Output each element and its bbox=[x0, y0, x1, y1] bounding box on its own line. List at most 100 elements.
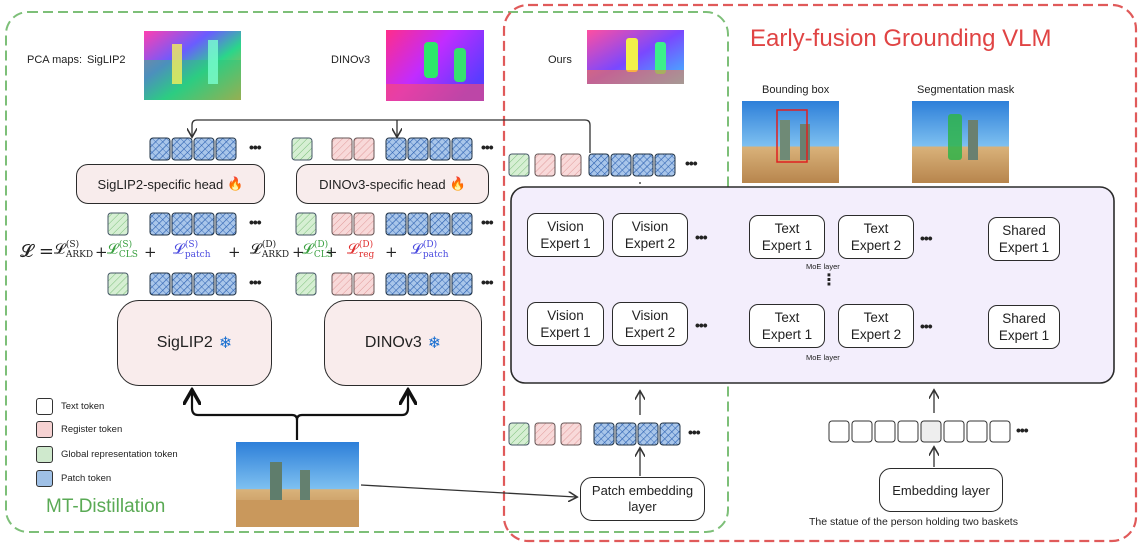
patch-embed-l2: layer bbox=[628, 499, 657, 514]
text-expert-1-l1: Text bbox=[774, 310, 800, 325]
loss-equation: 𝓛 = bbox=[20, 241, 54, 262]
pca-map-siglip bbox=[144, 31, 241, 100]
dinov3-specific-head: DINOv3-specific head 🔥 bbox=[296, 164, 489, 204]
ellipsis: ••• bbox=[249, 214, 262, 230]
arrow-image-to-patch-embed bbox=[360, 484, 576, 497]
ellipsis: ••• bbox=[695, 229, 708, 245]
bbox-label: Bounding box bbox=[762, 84, 830, 96]
right-section-title: Early-fusion Grounding VLM bbox=[750, 25, 1052, 52]
legend-label-patch-token: Patch token bbox=[61, 473, 112, 484]
siglip-head-label: SigLIP2-specific head bbox=[97, 176, 224, 192]
seg-label: Segmentation mask bbox=[917, 84, 1015, 96]
ellipsis: ••• bbox=[695, 317, 708, 333]
ellipsis: ••• bbox=[688, 424, 701, 440]
legend-swatch-text-token bbox=[36, 398, 53, 415]
shared-expert-1-bottom: Shared Expert 1 bbox=[988, 305, 1060, 349]
legend-label-register-token: Register token bbox=[61, 424, 123, 435]
ellipsis: ••• bbox=[481, 214, 494, 230]
loss-lhs: 𝓛 bbox=[20, 241, 34, 262]
text-expert-2-l2: Expert 2 bbox=[850, 238, 902, 253]
siglip2-backbone: SigLIP2 ❄ bbox=[117, 300, 272, 386]
legend-label-global-token: Global representation token bbox=[61, 449, 178, 460]
embedding-layer-label: Embedding layer bbox=[892, 482, 990, 498]
arrow-image-to-dino bbox=[295, 392, 408, 421]
loss-plus: + bbox=[292, 243, 305, 261]
pca-label-dinov3: DINOv3 bbox=[331, 54, 371, 66]
segmentation-image bbox=[912, 101, 1009, 183]
token-row-siglip-head-out bbox=[149, 137, 237, 161]
fire-icon: 🔥 bbox=[227, 176, 244, 191]
shared-expert-1-l1: Shared bbox=[1002, 223, 1046, 238]
arrow-image-to-backbones bbox=[192, 392, 299, 440]
token-row-text bbox=[828, 420, 1011, 443]
vision-expert-2-l2: Expert 2 bbox=[624, 236, 676, 251]
token-row-dino-head-out bbox=[291, 137, 473, 161]
pca-label-siglip: SigLIP2 bbox=[87, 54, 126, 66]
vision-expert-1-bottom: Vision Expert 1 bbox=[527, 302, 604, 346]
shared-expert-1-l2: Expert 1 bbox=[998, 328, 1050, 343]
text-expert-1-top: Text Expert 1 bbox=[749, 215, 825, 259]
token-row-ours-top bbox=[508, 153, 676, 177]
token-row-siglip-bottom bbox=[107, 272, 237, 296]
text-expert-2-l1: Text bbox=[863, 310, 889, 325]
loss-plus: + bbox=[95, 243, 108, 261]
text-expert-1-l2: Expert 1 bbox=[761, 327, 813, 342]
pca-prefix: PCA maps: bbox=[27, 54, 83, 66]
loss-term-cls-s: 𝓛(S)CLS bbox=[107, 240, 138, 260]
dinov3-backbone: DINOv3 ❄ bbox=[324, 300, 482, 386]
embedding-layer: Embedding layer bbox=[879, 468, 1003, 512]
pca-map-ours bbox=[587, 30, 684, 84]
legend-swatch-global-token bbox=[36, 446, 53, 463]
vision-expert-2-bottom: Vision Expert 2 bbox=[612, 302, 688, 346]
text-expert-2-l1: Text bbox=[863, 221, 889, 236]
arrow-ours-to-siglip bbox=[192, 119, 591, 153]
text-expert-2-bottom: Text Expert 2 bbox=[838, 304, 914, 348]
ellipsis: ••• bbox=[920, 230, 933, 246]
vision-expert-1-l1: Vision bbox=[547, 308, 584, 323]
legend-swatch-register-token bbox=[36, 421, 53, 438]
patch-embedding-layer: Patch embedding layer bbox=[580, 477, 705, 521]
loss-term-arkd-s: 𝓛(S)ARKD bbox=[54, 240, 94, 260]
pca-label-ours: Ours bbox=[548, 54, 572, 66]
legend-swatch-patch-token bbox=[36, 470, 53, 487]
input-image bbox=[236, 442, 359, 527]
vision-expert-1-l2: Expert 1 bbox=[540, 236, 591, 251]
vision-expert-1-l1: Vision bbox=[547, 219, 584, 234]
token-row-dino-bottom bbox=[295, 272, 473, 296]
ellipsis: ••• bbox=[481, 274, 494, 290]
vision-expert-1-top: Vision Expert 1 bbox=[527, 213, 604, 257]
vlm-frame bbox=[502, 3, 1138, 543]
text-expert-1-l2: Expert 1 bbox=[761, 238, 813, 253]
loss-term-patch-d: 𝓛(D)patch bbox=[411, 240, 449, 260]
loss-plus: + bbox=[144, 243, 157, 261]
vision-expert-2-l1: Vision bbox=[631, 308, 669, 323]
text-prompt: The statue of the person holding two bas… bbox=[809, 516, 1018, 528]
shared-expert-1-l1: Shared bbox=[1002, 311, 1046, 326]
text-expert-1-l1: Text bbox=[774, 221, 800, 236]
moe-layer-label: MoE layer bbox=[806, 353, 840, 362]
snowflake-icon: ❄ bbox=[218, 335, 233, 352]
siglip2-label: SigLIP2 bbox=[156, 334, 213, 351]
ellipsis: ••• bbox=[1016, 422, 1029, 438]
ellipsis: ••• bbox=[920, 318, 933, 334]
ellipsis: ••• bbox=[249, 274, 262, 290]
loss-plus: + bbox=[228, 243, 241, 261]
loss-plus: + bbox=[385, 243, 398, 261]
dinov3-head-label: DINOv3-specific head bbox=[319, 176, 446, 192]
snowflake-icon: ❄ bbox=[427, 335, 442, 352]
token-row-ours-bottom bbox=[508, 422, 681, 446]
legend-label-text-token: Text token bbox=[61, 401, 105, 412]
loss-term-patch-s: 𝓛(S)patch bbox=[173, 240, 211, 260]
moe-layer-label: MoE layer bbox=[806, 262, 840, 271]
loss-eq: = bbox=[38, 241, 54, 262]
loss-term-reg-d: 𝓛(D)reg bbox=[347, 240, 375, 260]
left-section-title: MT-Distillation bbox=[46, 496, 166, 517]
vision-expert-2-l2: Expert 2 bbox=[624, 325, 676, 340]
loss-term-cls-d: 𝓛(D)CLS bbox=[302, 240, 333, 260]
ellipsis: ••• bbox=[481, 139, 494, 155]
bbox-image bbox=[742, 101, 839, 183]
text-expert-2-top: Text Expert 2 bbox=[838, 215, 914, 259]
vision-expert-1-l2: Expert 1 bbox=[540, 325, 591, 340]
text-expert-2-l2: Expert 2 bbox=[850, 327, 902, 342]
vision-expert-2-l1: Vision bbox=[631, 219, 669, 234]
